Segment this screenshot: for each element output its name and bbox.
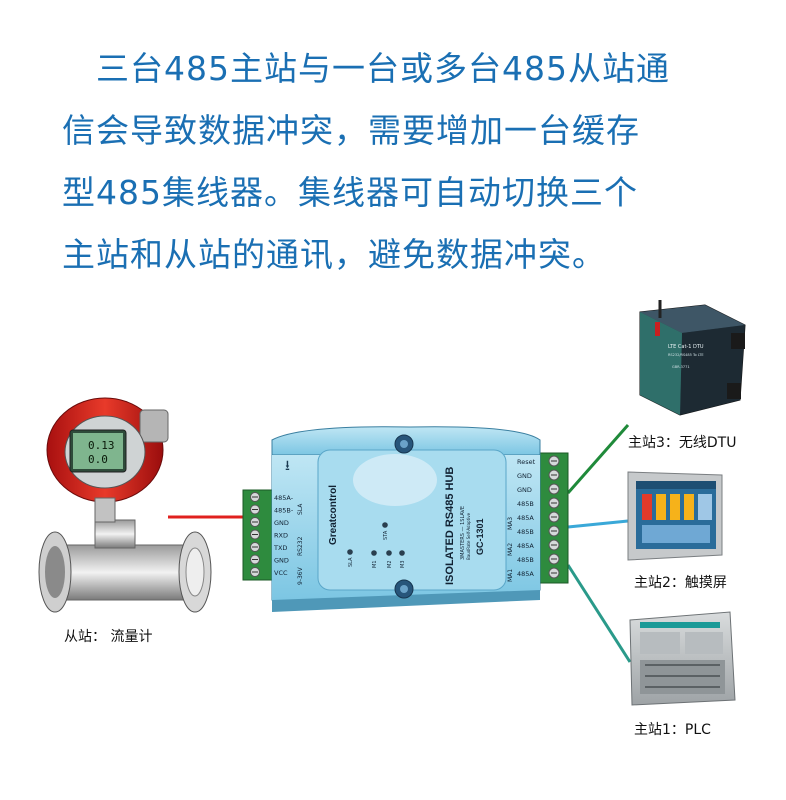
right-group-label: MA1 bbox=[507, 569, 514, 582]
flow-meter-image: 0.13 0.0 bbox=[38, 397, 212, 613]
right-terminal-label: 485B bbox=[517, 500, 534, 508]
hub-leds: SLA M1 M2 M3 STA bbox=[347, 522, 406, 568]
wireless-dtu-image: LTE Cat-1 DTU RS232/RS485 To LTE GBR-377… bbox=[639, 300, 746, 416]
master3-caption: 主站3：无线DTU bbox=[628, 435, 737, 451]
hub-left-terminal-labels: 485A- 485B- GND RXD TXD GND VCC bbox=[273, 494, 294, 577]
headline-line-1: 三台485主站与一台或多台485从站通 bbox=[96, 49, 670, 88]
led-indicator bbox=[382, 522, 388, 528]
flow-meter-display-top: 0.13 bbox=[88, 439, 115, 452]
slave-caption: 从站： 流量计 bbox=[64, 629, 153, 645]
headline-line-2: 信会导致数据冲突，需要增加一台缓存 bbox=[62, 111, 640, 150]
led-label: STA bbox=[383, 530, 389, 540]
led-label: M3 bbox=[400, 561, 406, 569]
left-group-label: RS232 bbox=[297, 536, 304, 556]
led-label: M1 bbox=[372, 561, 378, 569]
right-terminal-label: GND bbox=[517, 486, 532, 494]
right-terminal-label: GND bbox=[517, 472, 532, 480]
left-group-label: SLA bbox=[297, 503, 304, 515]
led-indicator bbox=[371, 550, 377, 556]
left-terminal-label: TXD bbox=[273, 544, 287, 552]
dtu-label-3: GBR-3771 bbox=[672, 365, 690, 369]
hub-title: ISOLATED RS485 HUB bbox=[444, 467, 456, 585]
rs485-hub-image: ⭳ bbox=[242, 426, 569, 612]
left-terminal-label: 485B- bbox=[274, 507, 294, 515]
right-terminal-label: 485B bbox=[517, 556, 534, 564]
plc-image bbox=[629, 611, 736, 706]
left-terminal-label: GND bbox=[274, 519, 289, 527]
hub-subtitle: 3MASTERS — 1SLAVE bbox=[460, 506, 466, 560]
left-group-label: 9-36V bbox=[297, 566, 304, 585]
left-terminal-label: RXD bbox=[274, 532, 288, 540]
dtu-label-1: LTE Cat-1 DTU bbox=[668, 344, 704, 350]
led-label: SLA bbox=[348, 557, 354, 567]
touch-screen-image bbox=[627, 471, 723, 561]
right-terminal-label: 485A bbox=[517, 570, 534, 578]
headline-line-3: 型485集线器。集线器可自动切换三个 bbox=[62, 173, 638, 212]
right-terminal-label: 485A bbox=[517, 542, 534, 550]
hub-model: GC-1301 bbox=[475, 518, 485, 555]
flow-meter-display-bottom: 0.0 bbox=[88, 453, 108, 466]
right-terminal-label: 485B bbox=[517, 528, 534, 536]
usb-icon: ⭳ bbox=[285, 458, 290, 474]
master1-caption: 主站1：PLC bbox=[634, 722, 711, 738]
hub-subtitle-2: BaudRate Self-Adaptive bbox=[466, 512, 471, 560]
left-terminal-label: 485A- bbox=[274, 494, 294, 502]
left-terminal-screws bbox=[250, 492, 260, 577]
link-master1 bbox=[566, 564, 632, 663]
left-terminal-label: GND bbox=[274, 557, 289, 565]
led-label: M2 bbox=[387, 561, 393, 569]
master2-caption: 主站2：触摸屏 bbox=[634, 575, 727, 591]
right-terminal-label: 485A bbox=[517, 514, 534, 522]
dtu-label-2: RS232/RS485 To LTE bbox=[668, 353, 704, 357]
led-indicator bbox=[347, 549, 353, 555]
right-group-label: MA2 bbox=[507, 543, 514, 556]
right-group-label: MA3 bbox=[507, 517, 514, 530]
headline-line-4: 主站和从站的通讯，避免数据冲突。 bbox=[62, 235, 606, 274]
link-master3 bbox=[566, 424, 630, 494]
headline: 三台485主站与一台或多台485从站通 信会导致数据冲突，需要增加一台缓存 型4… bbox=[62, 38, 752, 286]
left-terminal-label: VCC bbox=[274, 569, 288, 577]
right-terminal-label: Reset bbox=[517, 458, 536, 466]
led-indicator bbox=[399, 550, 405, 556]
led-indicator bbox=[386, 550, 392, 556]
right-terminal-screws bbox=[548, 455, 560, 579]
hub-brand: Greatcontrol bbox=[328, 485, 339, 545]
link-master2 bbox=[567, 519, 629, 529]
